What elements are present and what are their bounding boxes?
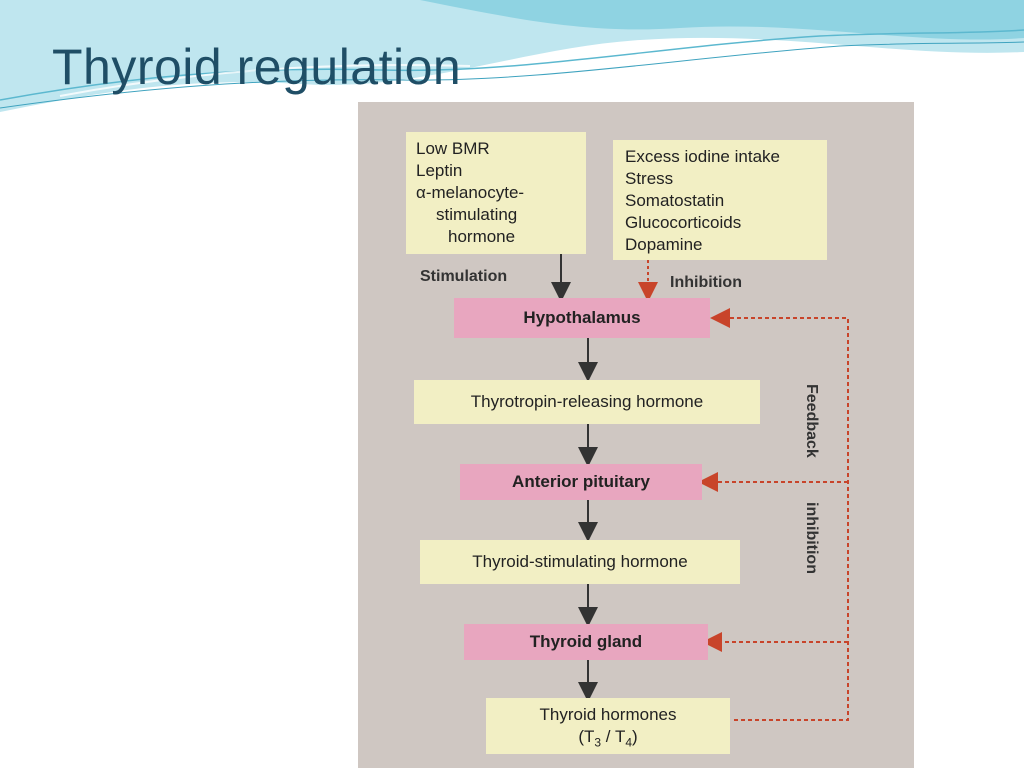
thyroid-hormones-box: Thyroid hormones (T3 / T4) — [486, 698, 730, 754]
t3-label: T — [583, 727, 595, 746]
t3-t4-label: (T3 / T4) — [578, 727, 638, 750]
feedback-label: Feedback — [803, 384, 820, 458]
t4-subscript: 4 — [625, 735, 633, 750]
t3-subscript: 3 — [594, 735, 602, 750]
trh-box: Thyrotropin-releasing hormone — [414, 380, 760, 424]
thyroid-gland-box: Thyroid gland — [464, 624, 708, 660]
inhibitor-stress: Stress — [625, 169, 674, 188]
stimulator-leptin: Leptin — [416, 161, 463, 180]
inhibition-label: Inhibition — [670, 274, 742, 291]
t3-t4-separator: / — [601, 727, 615, 746]
stimulators-box: Low BMR Leptin α-melanocyte- stimulating… — [406, 132, 586, 254]
stimulator-msh-line2: stimulating — [436, 205, 518, 224]
inhibitor-excess-iodine: Excess iodine intake — [625, 147, 780, 166]
slide-title: Thyroid regulation — [52, 39, 462, 95]
inhibitor-glucocorticoids: Glucocorticoids — [625, 213, 742, 232]
stimulator-msh-line1: α-melanocyte- — [416, 183, 525, 202]
feedback-inhibition-label: inhibition — [803, 502, 820, 574]
header-wave-decoration — [0, 0, 1024, 112]
inhibitors-box: Excess iodine intake Stress Somatostatin… — [613, 140, 827, 260]
anterior-pituitary-box: Anterior pituitary — [460, 464, 702, 500]
stimulation-label: Stimulation — [420, 268, 508, 285]
diagram-connectors — [551, 254, 849, 721]
t4-label: T — [614, 727, 626, 746]
stimulator-low-bmr: Low BMR — [416, 139, 490, 158]
textbook-photo: Low BMR Leptin α-melanocyte- stimulating… — [358, 102, 914, 768]
inhibitor-somatostatin: Somatostatin — [625, 191, 725, 210]
feedback-loop-line — [710, 308, 849, 721]
stimulator-msh-line3: hormone — [448, 227, 516, 246]
inhibitor-dopamine: Dopamine — [625, 235, 703, 254]
tsh-box: Thyroid-stimulating hormone — [420, 540, 740, 584]
thyroid-hormones-label: Thyroid hormones — [539, 705, 677, 724]
hypothalamus-box: Hypothalamus — [454, 298, 710, 338]
